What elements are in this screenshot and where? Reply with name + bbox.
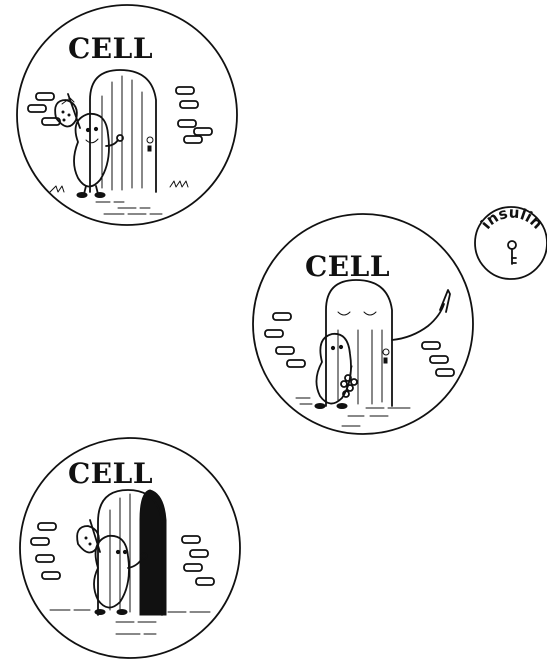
door-knob <box>147 137 153 143</box>
glucose-character <box>77 520 147 615</box>
cell-panel-closed-door: CELL <box>17 5 237 225</box>
cell-circle <box>253 214 473 434</box>
wall-bricks-left <box>31 523 60 579</box>
wall-bricks-right <box>176 87 212 143</box>
insulin-label: insulin <box>477 203 546 232</box>
open-doorway <box>98 490 166 615</box>
cell-title: CELL <box>68 457 153 490</box>
grapes-bundle <box>341 366 357 397</box>
glucose-character <box>315 334 357 409</box>
keyhole <box>384 358 387 363</box>
wall-bricks-right <box>182 536 214 585</box>
cell-panel-insulin-opens: CELL <box>253 214 473 434</box>
insulin-key-badge: insulin <box>475 203 547 279</box>
glucose-character <box>55 94 123 198</box>
keyhole <box>148 146 151 151</box>
closed-door <box>90 70 156 192</box>
cell-panel-open-door: CELL <box>20 438 240 658</box>
door-knob <box>383 349 389 355</box>
wall-bricks-left <box>265 313 305 367</box>
cell-title: CELL <box>68 32 153 65</box>
wall-bricks-right <box>422 342 454 376</box>
cell-title: CELL <box>305 250 390 283</box>
ground-grass <box>50 610 210 634</box>
key-icon <box>508 241 516 264</box>
